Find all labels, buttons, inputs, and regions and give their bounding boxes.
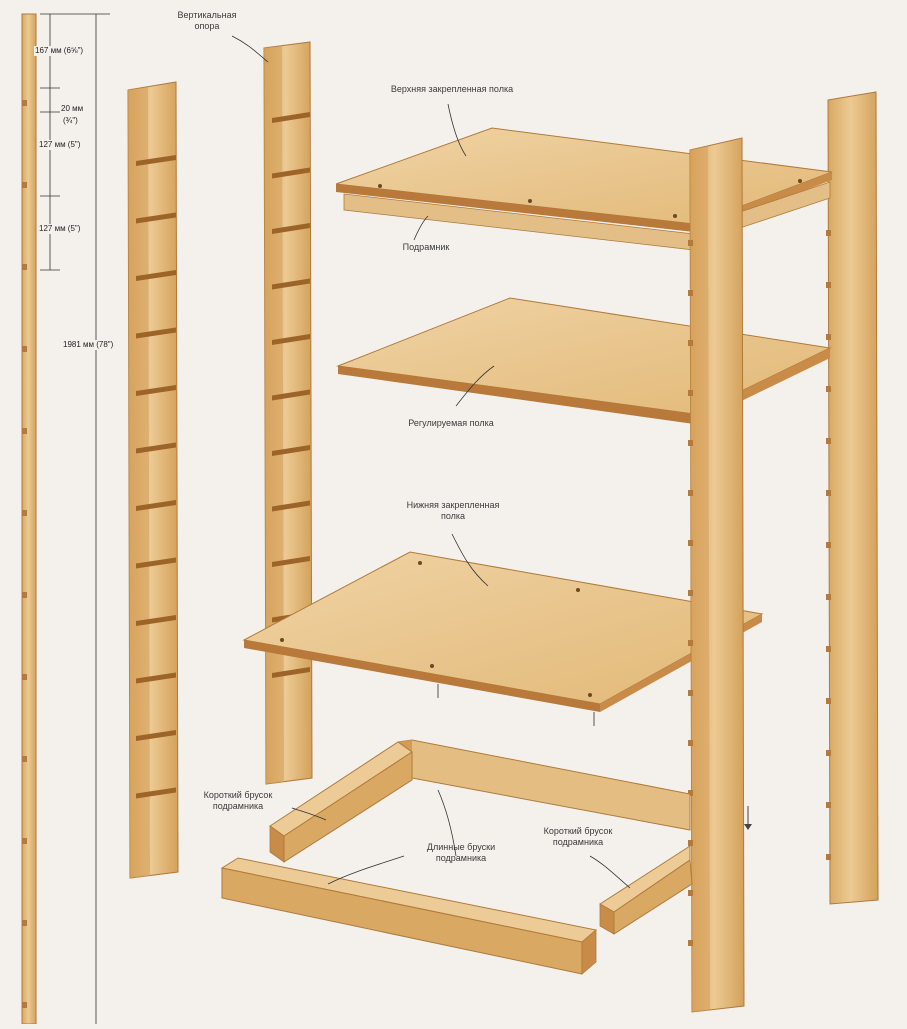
notch [688,690,693,696]
slot [136,442,176,454]
dim-20mm-inch: (¾") [62,116,79,126]
adjustable-shelf [336,297,832,424]
slot [136,327,176,339]
notch [826,698,831,704]
slot [136,557,176,569]
notch [688,340,693,346]
leader-lines [231,35,631,889]
slot [272,223,310,234]
notch [22,510,27,516]
notch [22,428,27,434]
notch [826,230,831,236]
notch [688,840,693,846]
notch [688,290,693,296]
slot [136,212,176,224]
dim-167mm: 167 мм (6⅝") [34,46,85,56]
slot [272,167,310,179]
notch [826,334,831,340]
slot [136,615,176,626]
notch [826,750,831,756]
label-top-fixed-shelf: Верхняя закрепленная полка [390,84,514,94]
back-right-post [826,91,879,905]
label-long-bars: Длинные бруски подрамника [426,842,496,863]
notch [826,646,831,652]
notch [688,890,693,896]
notch [22,756,27,762]
dim-20mm: 20 мм [60,104,85,114]
label-short-bar-right: Короткий брусок подрамника [543,826,613,847]
slot [136,730,176,741]
dim-127mm-a: 127 мм (5") [38,140,82,150]
notch [688,590,693,596]
notch [22,346,27,352]
slot [272,667,310,678]
notch [688,240,693,246]
bottom-fixed-shelf [242,551,764,726]
notch [688,440,693,446]
top-fixed-shelf [335,127,833,251]
notch [22,592,27,598]
slot [272,112,310,123]
slot [272,445,310,456]
notch [826,854,831,860]
slot [136,385,176,396]
vertical-support-middle [263,41,313,785]
notch [826,438,831,444]
slot [272,389,310,401]
front-right-post [688,137,745,1013]
slot [136,672,176,684]
slot [272,500,310,512]
notch [22,1002,27,1008]
dimension-lines [40,13,110,1024]
slot [136,500,176,511]
notch [22,838,27,844]
base-frame [220,739,752,975]
label-bottom-fixed-shelf: Нижняя закрепленная полка [406,500,500,521]
notch [826,282,831,288]
notch [826,542,831,548]
slot [272,334,310,345]
dimension-post [21,13,37,1025]
notch [688,540,693,546]
notch [688,490,693,496]
notch [22,182,27,188]
notch [22,100,27,106]
notch [688,640,693,646]
notch [826,594,831,600]
notch [688,940,693,946]
slot [136,270,176,281]
slot [136,155,176,166]
notch [22,674,27,680]
notch [688,390,693,396]
label-vertical-support: Вертикальная опора [177,10,237,31]
label-adjustable-shelf: Регулируемая полка [408,418,494,428]
label-frame: Подрамник [402,242,450,252]
slot [272,556,310,567]
label-short-bar-left: Короткий брусок подрамника [203,790,273,811]
notch [22,264,27,270]
dim-1981mm: 1981 мм (78") [62,340,115,350]
dim-127mm-b: 127 мм (5") [38,224,82,234]
notch [826,386,831,392]
notch [688,740,693,746]
slot [136,787,176,799]
vertical-support-left [127,81,179,879]
notch [22,920,27,926]
notch [826,802,831,808]
slot [272,278,310,290]
notch [826,490,831,496]
notch [688,790,693,796]
